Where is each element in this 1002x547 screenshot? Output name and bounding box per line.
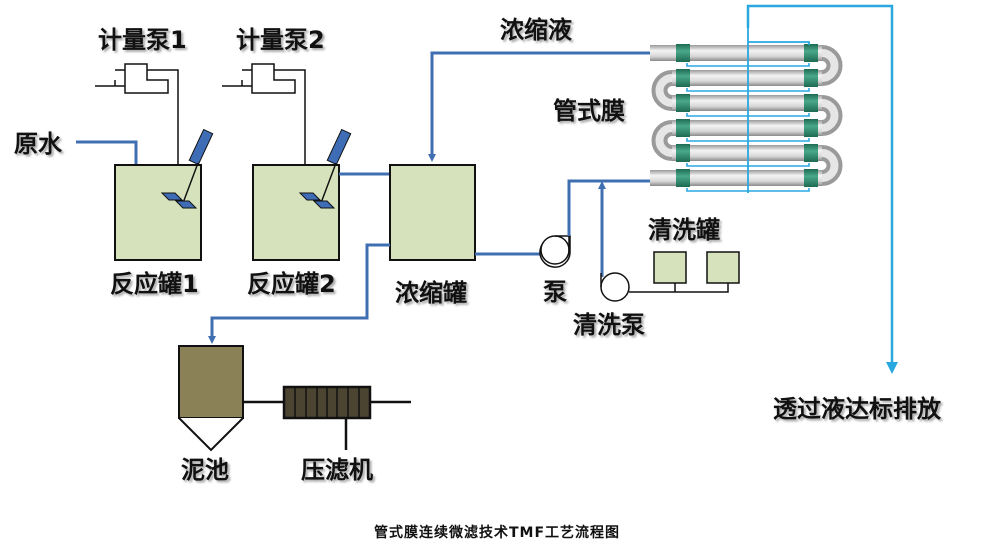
membrane-tube	[650, 45, 822, 61]
membrane-end-band	[676, 94, 690, 112]
u-bend-highlight	[821, 149, 839, 182]
permeate-branch	[686, 63, 810, 67]
reactor-1-label: 反应罐1	[110, 270, 199, 298]
permeate-branch	[686, 113, 810, 117]
membrane-end-band	[804, 119, 818, 137]
membrane-end-band	[676, 169, 690, 187]
u-bend-highlight	[821, 99, 839, 132]
dosing-pump-2-icon	[222, 63, 309, 189]
sludge-tank-label: 泥池	[181, 456, 229, 484]
reactor-tank-1	[114, 164, 202, 261]
permeate-branch	[686, 88, 810, 92]
reactor-2-label: 反应罐2	[247, 270, 336, 298]
cleaning-pump-icon	[600, 272, 630, 302]
membrane-tube	[672, 95, 822, 111]
concentrate-tank	[389, 164, 476, 261]
membrane-end-band	[804, 144, 818, 162]
membrane-end-band	[676, 69, 690, 87]
membrane-end-band	[804, 69, 818, 87]
mixer-2-icon	[298, 128, 352, 209]
membrane-tube	[672, 120, 822, 136]
tubular-membrane-module	[650, 28, 843, 193]
filter-press	[243, 385, 411, 450]
membrane-end-band	[804, 169, 818, 187]
diagram-caption: 管式膜连续微滤技术TMF工艺流程图	[374, 525, 621, 541]
sludge-tank	[178, 345, 244, 452]
u-bend-highlight	[655, 74, 673, 107]
permeate-branch	[686, 163, 810, 167]
tubular-membrane-label: 管式膜	[553, 97, 625, 125]
permeate-branch	[686, 138, 810, 142]
reactor-tank-2	[252, 164, 340, 261]
cleaning-tank-label: 清洗罐	[648, 216, 720, 244]
membrane-feed-pipe	[567, 179, 650, 236]
filter-press-label: 压滤机	[301, 456, 373, 484]
cleaning-tanks	[629, 251, 740, 293]
dosing-pump-1-icon	[95, 63, 182, 189]
cleaning-pump-label: 清洗泵	[573, 311, 645, 339]
membrane-tube	[650, 170, 822, 186]
u-bend-highlight	[821, 49, 839, 82]
membrane-tube	[672, 70, 822, 86]
membrane-end-band	[804, 94, 818, 112]
membrane-end-band	[804, 44, 818, 62]
permeate-branch	[686, 188, 810, 192]
u-bend-highlight	[655, 124, 673, 157]
permeate-discharge-label: 透过液达标排放	[773, 395, 941, 423]
membrane-end-band	[676, 44, 690, 62]
raw-water-label: 原水	[14, 130, 62, 158]
membrane-end-band	[676, 119, 690, 137]
concentrate-tank-label: 浓缩罐	[395, 279, 467, 307]
membrane-end-band	[676, 144, 690, 162]
sludge-pipe	[208, 243, 390, 344]
permeate-pipe	[746, 4, 898, 374]
concentrate-return-pipe	[428, 51, 650, 162]
pump-label: 泵	[543, 278, 567, 306]
dosing-pump-1-label: 计量泵1	[98, 26, 187, 54]
membrane-tube	[672, 145, 822, 161]
pump-icon	[539, 235, 571, 268]
dosing-pump-2-label: 计量泵2	[236, 26, 325, 54]
mixer-1-icon	[160, 128, 214, 209]
concentrate-label: 浓缩液	[500, 16, 572, 44]
